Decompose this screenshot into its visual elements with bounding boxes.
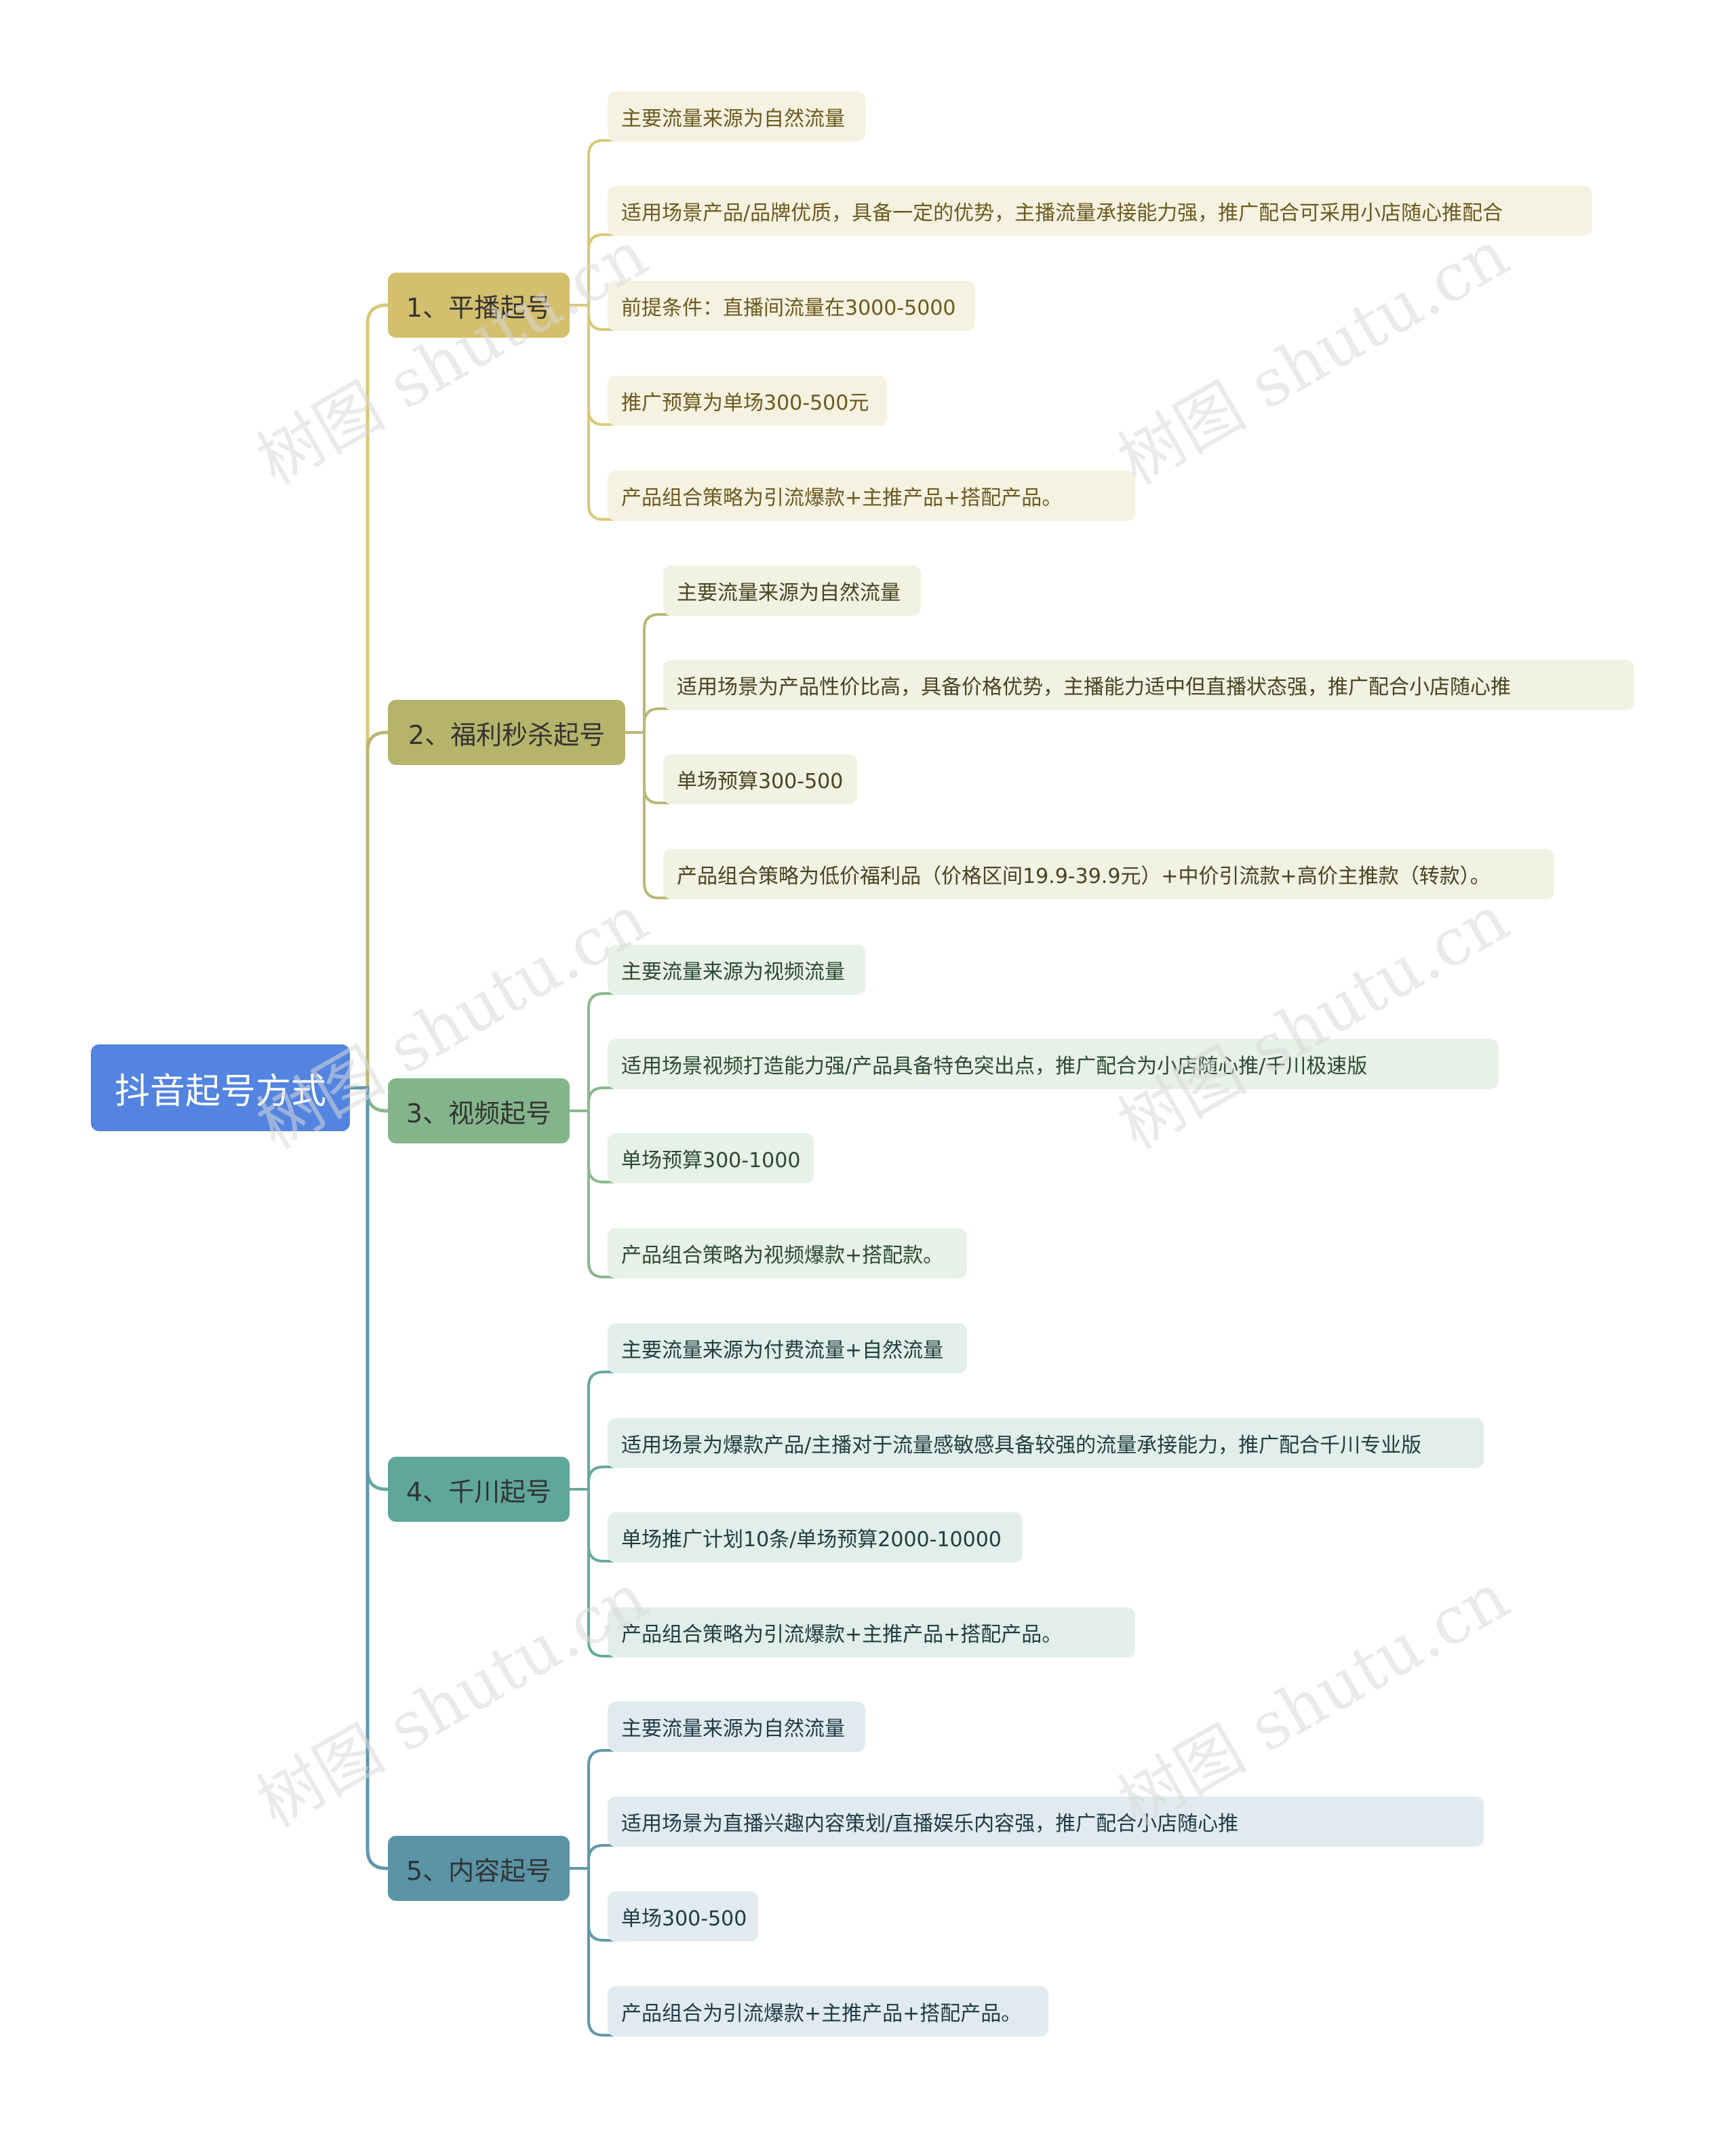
- leaf-connector: [568, 1488, 614, 1563]
- leaf-node[interactable]: 产品组合策略为视频爆款+搭配款。: [608, 1228, 967, 1278]
- leaf-node[interactable]: 单场300-500: [608, 1891, 758, 1942]
- branch-node-4[interactable]: 4、千川起号: [388, 1457, 570, 1522]
- leaf-label: 适用场景产品/品牌优质，具备一定的优势，主播流量承接能力强，推广配合可采用小店随…: [621, 201, 1503, 225]
- leaf-label: 产品组合策略为视频爆款+搭配款。: [621, 1244, 944, 1268]
- leaf-connector: [568, 1109, 614, 1183]
- leaf-connector: [568, 1749, 614, 1870]
- leaf-label: 单场预算300-500: [677, 770, 844, 793]
- leaf-connector: [568, 1488, 614, 1657]
- branch-connector: [348, 1086, 390, 1870]
- leaf-node[interactable]: 适用场景视频打造能力强/产品具备特色突出点，推广配合为小店随心推/千川极速版: [608, 1039, 1499, 1089]
- leaf-node[interactable]: 主要流量来源为自然流量: [608, 1702, 865, 1752]
- leaf-label: 单场预算300-1000: [621, 1149, 801, 1173]
- branch-node-2[interactable]: 2、福利秒杀起号: [388, 700, 625, 765]
- leaf-node[interactable]: 适用场景为产品性价比高，具备价格优势，主播能力适中但直播状态强，推广配合小店随心…: [663, 660, 1634, 710]
- leaf-label: 推广预算为单场300-500元: [621, 391, 869, 415]
- leaf-label: 适用场景为爆款产品/主播对于流量感敏感具备较强的流量承接能力，推广配合千川专业版: [621, 1434, 1422, 1457]
- leaf-connector: [568, 992, 614, 1112]
- root-node[interactable]: 抖音起号方式: [91, 1044, 350, 1131]
- leaf-label: 主要流量来源为付费流量+自然流量: [621, 1339, 944, 1362]
- leaf-label: 产品组合策略为引流爆款+主推产品+搭配产品。: [621, 1623, 1063, 1647]
- leaf-connector: [624, 613, 670, 734]
- leaf-label: 适用场景为直播兴趣内容策划/直播娱乐内容强，推广配合小店随心推: [621, 1812, 1239, 1836]
- leaf-connector: [568, 1867, 614, 1942]
- leaf-node[interactable]: 单场预算300-500: [663, 754, 857, 804]
- leaf-node[interactable]: 适用场景为直播兴趣内容策划/直播娱乐内容强，推广配合小店随心推: [608, 1796, 1484, 1847]
- leaf-label: 主要流量来源为自然流量: [621, 1717, 845, 1741]
- leaf-node[interactable]: 适用场景产品/品牌优质，具备一定的优势，主播流量承接能力强，推广配合可采用小店随…: [608, 186, 1592, 236]
- leaf-connector: [624, 731, 670, 804]
- leaf-node[interactable]: 产品组合策略为低价福利品（价格区间19.9-39.9元）+中价引流款+高价主推款…: [663, 849, 1554, 899]
- leaf-node[interactable]: 推广预算为单场300-500元: [608, 376, 887, 426]
- leaf-connector: [568, 233, 614, 307]
- leaf-node[interactable]: 前提条件：直播间流量在3000-5000: [608, 281, 975, 331]
- leaf-node[interactable]: 主要流量来源为视频流量: [608, 945, 865, 995]
- leaf-node[interactable]: 产品组合策略为引流爆款+主推产品+搭配产品。: [608, 1607, 1135, 1657]
- branch-label: 1、平播起号: [406, 292, 552, 323]
- leaf-label: 主要流量来源为自然流量: [621, 107, 845, 131]
- leaf-label: 前提条件：直播间流量在3000-5000: [621, 296, 956, 320]
- leaf-label: 主要流量来源为自然流量: [677, 581, 901, 605]
- leaf-label: 适用场景为产品性价比高，具备价格优势，主播能力适中但直播状态强，推广配合小店随心…: [677, 675, 1511, 699]
- leaf-label: 产品组合策略为引流爆款+主推产品+搭配产品。: [621, 486, 1063, 510]
- branch-node-3[interactable]: 3、视频起号: [388, 1078, 570, 1143]
- leaf-connector: [568, 1466, 614, 1491]
- leaf-node[interactable]: 主要流量来源为自然流量: [663, 566, 921, 616]
- root-label: 抖音起号方式: [114, 1071, 326, 1112]
- leaf-node[interactable]: 主要流量来源为自然流量: [608, 92, 865, 142]
- leaf-connector: [568, 1086, 614, 1112]
- leaf-connector: [568, 304, 614, 331]
- leaf-label: 产品组合为引流爆款+主推产品+搭配产品。: [621, 2002, 1022, 2026]
- leaf-connector: [568, 1844, 614, 1870]
- leaf-label: 产品组合策略为低价福利品（价格区间19.9-39.9元）+中价引流款+高价主推款…: [677, 865, 1491, 888]
- leaf-connector: [568, 139, 614, 307]
- leaf-connector: [568, 304, 614, 521]
- leaf-label: 单场推广计划10条/单场预算2000-10000: [621, 1528, 1002, 1552]
- leaf-node[interactable]: 产品组合策略为引流爆款+主推产品+搭配产品。: [608, 471, 1135, 521]
- leaf-label: 单场300-500: [621, 1907, 747, 1931]
- branch-connector: [348, 303, 390, 1090]
- leaf-connector: [568, 1371, 614, 1491]
- branch-label: 3、视频起号: [406, 1098, 552, 1128]
- leaf-connector: [624, 707, 670, 734]
- leaf-node[interactable]: 产品组合为引流爆款+主推产品+搭配产品。: [608, 1986, 1048, 2037]
- leaf-label: 主要流量来源为视频流量: [621, 960, 845, 984]
- branch-node-1[interactable]: 1、平播起号: [388, 273, 570, 338]
- leaf-connector: [624, 731, 670, 899]
- branch-label: 4、千川起号: [406, 1476, 552, 1507]
- leaf-node[interactable]: 单场推广计划10条/单场预算2000-10000: [608, 1512, 1023, 1563]
- branch-node-5[interactable]: 5、内容起号: [388, 1836, 570, 1901]
- leaf-node[interactable]: 单场预算300-1000: [608, 1133, 814, 1183]
- branch-connector: [348, 730, 390, 1090]
- branch-label: 2、福利秒杀起号: [408, 720, 606, 750]
- leaf-connector: [568, 1867, 614, 2037]
- leaf-connector: [568, 1109, 614, 1278]
- leaf-label: 适用场景视频打造能力强/产品具备特色突出点，推广配合为小店随心推/千川极速版: [621, 1055, 1368, 1078]
- leaf-node[interactable]: 适用场景为爆款产品/主播对于流量感敏感具备较强的流量承接能力，推广配合千川专业版: [608, 1418, 1484, 1468]
- branch-label: 5、内容起号: [406, 1855, 552, 1886]
- leaf-node[interactable]: 主要流量来源为付费流量+自然流量: [608, 1323, 967, 1373]
